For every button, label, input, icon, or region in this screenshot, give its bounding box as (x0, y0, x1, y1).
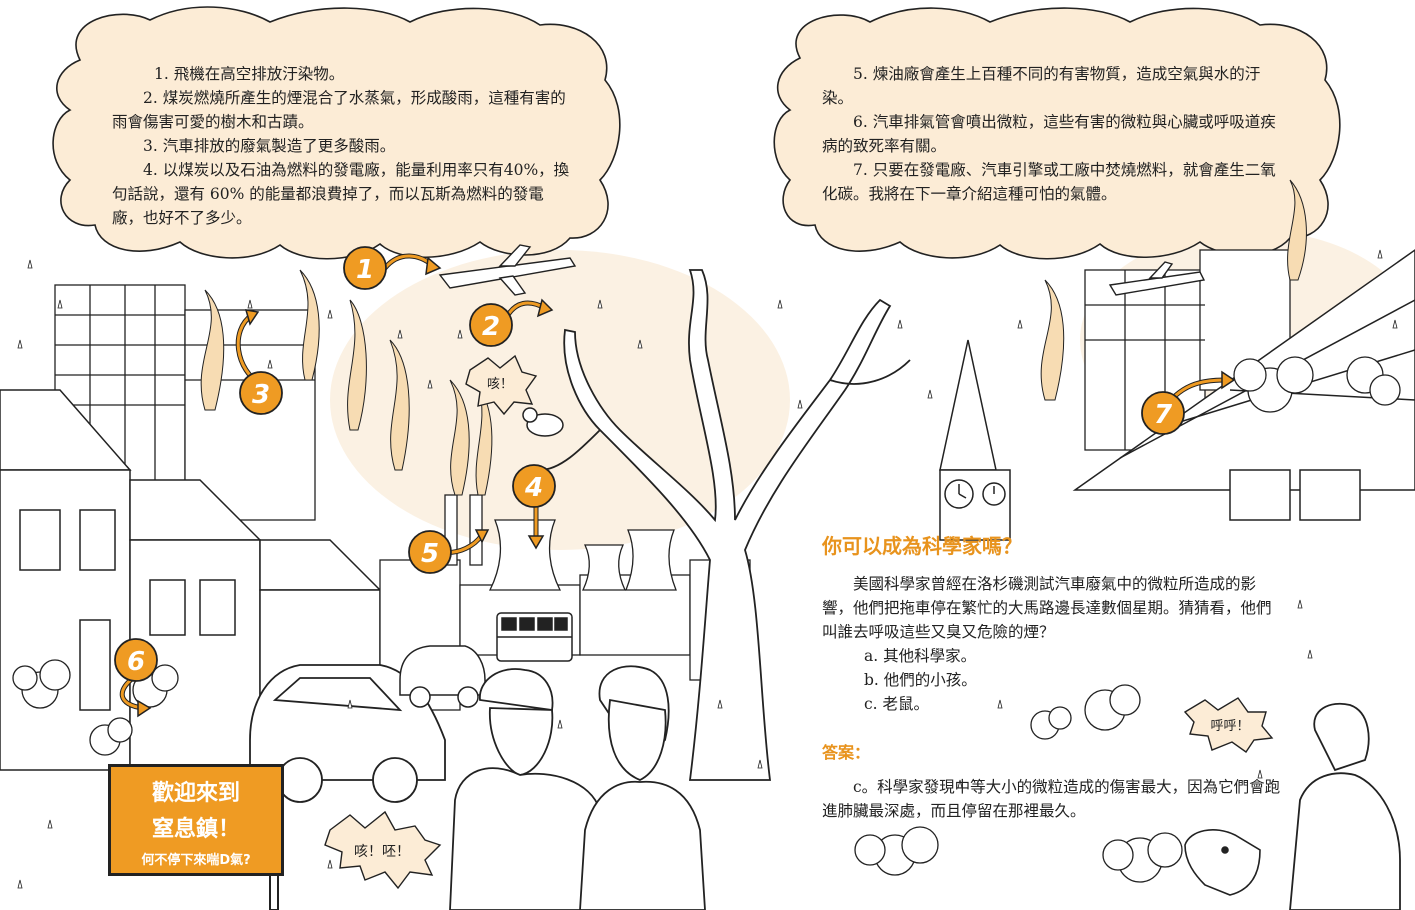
church-clocktower (939, 339, 1011, 541)
marker-3: 3 (239, 371, 283, 415)
scientist-question: 美國科學家曾經在洛杉磯測試汽車廢氣中的微粒所造成的影響，他們把拖車停在繁忙的大馬… (822, 572, 1284, 716)
section-title: 你可以成為科學家嗎？ (822, 534, 1022, 558)
right-cloud-bubble (773, 7, 1341, 260)
svg-text:咳！: 咳！ (487, 377, 513, 392)
arrow-heads (137, 256, 1236, 718)
car-small (399, 645, 486, 708)
marker-4: 4 (512, 464, 556, 508)
point-2: 2. 煤炭燃燒所產生的煙混合了水蒸氣，形成酸雨，這種有害的雨會傷害可愛的樹木和古… (112, 89, 566, 131)
car-large (249, 664, 446, 803)
svg-text:7: 7 (1154, 400, 1173, 430)
right-cloud-text: 5. 煉油廠會產生上百種不同的有害物質，造成空氣與水的汙染。 6. 汽車排氣管會… (822, 62, 1284, 206)
svg-text:5: 5 (421, 539, 439, 569)
coughing-man (449, 668, 611, 910)
option-c: c. 老鼠。 (864, 695, 930, 713)
sign-line-1: 歡迎來到 (151, 781, 240, 806)
bird (522, 407, 564, 437)
marker-7: 7 (1141, 391, 1185, 435)
marker-1: 1 (343, 246, 387, 290)
marker-2: 2 (469, 303, 513, 347)
svg-text:6: 6 (127, 647, 145, 677)
sign-post (269, 869, 279, 910)
pollution-puffs (12, 356, 1401, 883)
answer-text: c。科學家發現中等大小的微粒造成的傷害最大，因為它們會跑進肺臟最深處，而且停留在… (822, 778, 1281, 820)
bare-tree (539, 269, 911, 781)
point-7: 7. 只要在發電廠、汽車引擎或工廠中焚燒燃料，就會產生二氧化碳。我將在下一章介紹… (822, 161, 1276, 203)
answer-body: c。科學家發現中等大小的微粒造成的傷害最大，因為它們會跑進肺臟最深處，而且停留在… (822, 775, 1284, 823)
dog (1184, 829, 1261, 896)
svg-text:咳！呸！: 咳！呸！ (354, 844, 410, 860)
breath-burst-boy: 呼呼！ (1183, 697, 1274, 753)
worried-woman (579, 665, 706, 910)
smoke-plumes (200, 179, 1307, 496)
point-6: 6. 汽車排氣管會噴出微粒，這些有害的微粒與心臟或呼吸道疾病的致死率有關。 (822, 113, 1276, 155)
rain-drops (17, 249, 1398, 889)
left-cloud-text: 1. 飛機在高空排放汙染物。 2. 煤炭燃燒所產生的煙混合了水蒸氣，形成酸雨，這… (112, 62, 574, 230)
marker-5: 5 (408, 530, 452, 574)
marker-6: 6 (114, 638, 158, 682)
airplane-icon (1108, 261, 1206, 296)
airplane-icon (438, 244, 577, 296)
sniffing-boy (1289, 702, 1401, 910)
cough-burst-man: 咳！呸！ (324, 810, 442, 890)
point-4: 4. 以煤炭以及石油為燃料的發電廠，能量利用率只有40%，換句話說，還有 60%… (112, 161, 570, 227)
left-cloud-bubble (52, 6, 621, 260)
svg-text:3: 3 (252, 380, 270, 410)
option-a: a. 其他科學家。 (864, 647, 977, 665)
point-5: 5. 煉油廠會產生上百種不同的有害物質，造成空氣與水的汙染。 (822, 65, 1261, 107)
svg-text:1: 1 (356, 255, 374, 285)
sign-line-2: 窒息鎮！ (151, 817, 240, 842)
point-3: 3. 汽車排放的廢氣製造了更多酸雨。 (143, 137, 396, 155)
question-text: 美國科學家曾經在洛杉磯測試汽車廢氣中的微粒所造成的影響，他們把拖車停在繁忙的大馬… (822, 575, 1272, 641)
cough-burst-bird: 咳！ (465, 354, 538, 416)
svg-text:2: 2 (482, 312, 500, 342)
sign-line-3: 何不停下來喘D氣? (141, 853, 251, 868)
welcome-sign: 歡迎來到 窒息鎮！ 何不停下來喘D氣? (108, 764, 284, 876)
svg-text:4: 4 (524, 473, 543, 503)
double-decker-bus (496, 612, 573, 662)
svg-text:呼呼！: 呼呼！ (1210, 719, 1249, 734)
answer-title: 答案： (822, 743, 871, 762)
point-1: 1. 飛機在高空排放汙染物。 (154, 65, 345, 83)
option-b: b. 他們的小孩。 (864, 671, 977, 689)
